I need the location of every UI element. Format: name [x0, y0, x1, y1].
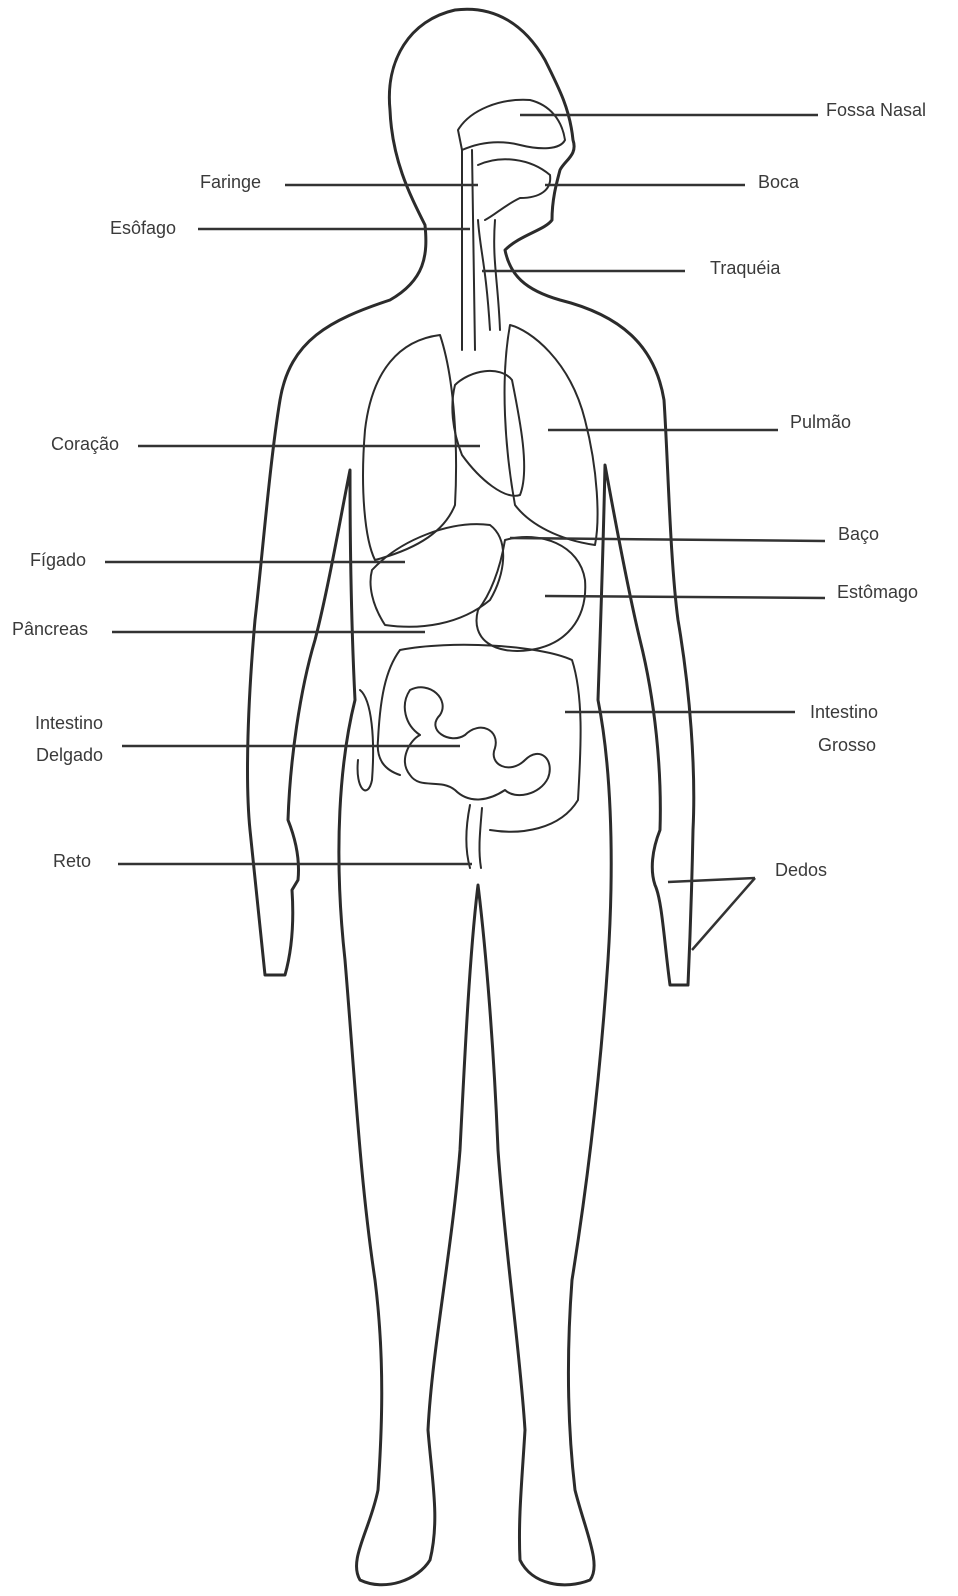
- label-estomago: Estômago: [837, 580, 918, 604]
- label-intestino-grosso-line1: Intestino: [810, 700, 878, 724]
- mouth-cavity: [478, 159, 550, 220]
- label-fossa-nasal: Fossa Nasal: [826, 98, 926, 122]
- left-lung: [363, 335, 456, 560]
- trachea: [478, 220, 500, 330]
- rectum: [466, 805, 482, 868]
- leader-dedos-a: [668, 878, 755, 882]
- label-faringe: Faringe: [200, 170, 261, 194]
- right-lung: [505, 325, 598, 545]
- label-intestino-delgado-line1: Intestino: [35, 711, 103, 735]
- label-intestino-delgado-line2: Delgado: [36, 743, 103, 767]
- label-reto: Reto: [53, 849, 91, 873]
- leader-estomago: [545, 596, 825, 598]
- label-figado: Fígado: [30, 548, 86, 572]
- label-intestino-grosso-line2: Grosso: [818, 733, 876, 757]
- leader-dedos-b: [692, 878, 755, 950]
- label-baco: Baço: [838, 522, 879, 546]
- small-intestine: [405, 687, 550, 799]
- esophagus: [462, 150, 475, 350]
- label-traqueia: Traquéia: [710, 256, 780, 280]
- large-intestine: [378, 645, 581, 832]
- appendix: [358, 690, 374, 790]
- leader-baco: [510, 538, 825, 541]
- liver: [371, 524, 504, 627]
- label-pulmao: Pulmão: [790, 410, 851, 434]
- leader-lines: [105, 115, 825, 950]
- nasal-cavity: [458, 100, 565, 150]
- label-coracao: Coração: [51, 432, 119, 456]
- body-outline: [248, 9, 694, 1585]
- label-esofago: Esôfago: [110, 216, 176, 240]
- label-boca: Boca: [758, 170, 799, 194]
- label-pancreas: Pâncreas: [12, 617, 88, 641]
- label-dedos: Dedos: [775, 858, 827, 882]
- heart: [452, 371, 524, 496]
